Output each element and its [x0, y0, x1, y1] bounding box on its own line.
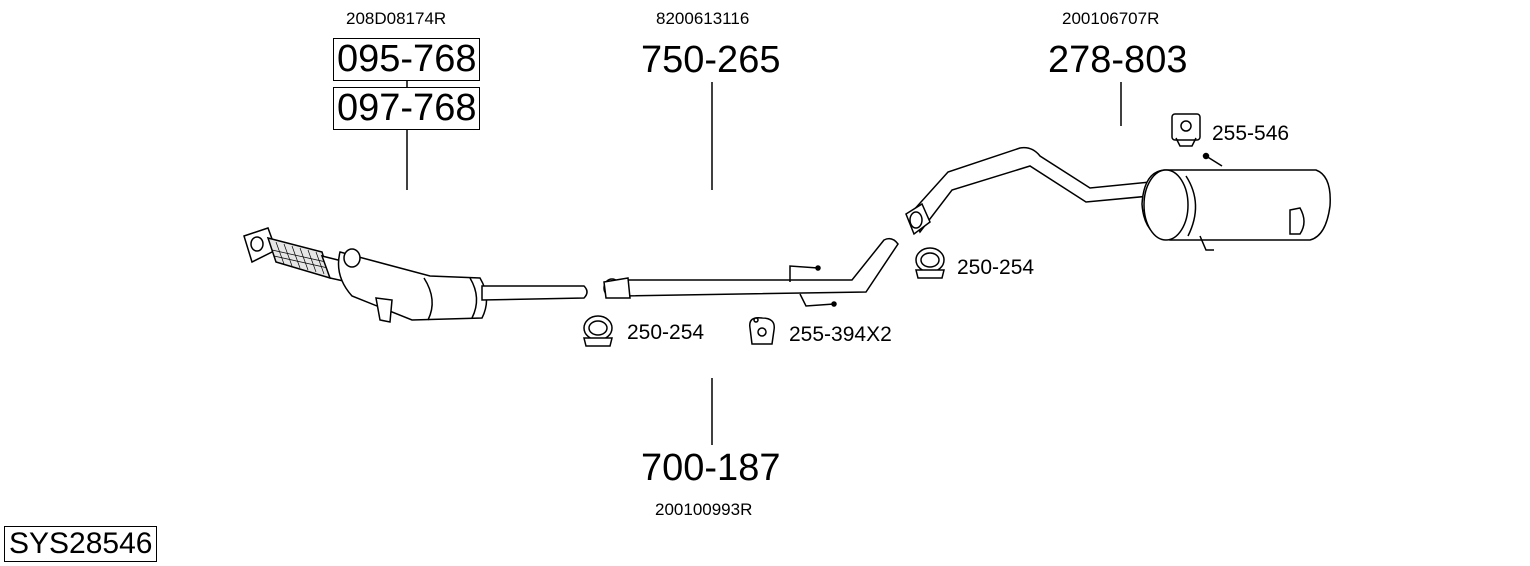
middle-oem-number: 8200613116 — [656, 9, 750, 28]
rear-oem-number: 200106707R — [1062, 9, 1160, 28]
clamp-icon-right — [915, 247, 945, 279]
clamp-left-label[interactable]: 250-254 — [627, 321, 705, 344]
front-part-alternative[interactable]: 097-768 — [333, 87, 481, 130]
front-oem-number: 208D08174R — [346, 9, 447, 28]
system-code: SYS28546 — [4, 526, 158, 562]
clamp-right-label[interactable]: 250-254 — [957, 256, 1035, 279]
middle-part-number[interactable]: 750-265 — [641, 39, 781, 81]
rear-silencer-drawing — [905, 146, 1331, 251]
front-pipe-part-number[interactable]: 700-187 — [641, 447, 781, 489]
front-section-drawing — [243, 227, 588, 323]
middle-pipe-drawing — [603, 237, 899, 307]
rubber-mount-icon — [1171, 113, 1201, 147]
hanger-middle-label[interactable]: 255-394X2 — [789, 323, 892, 346]
rear-mount-label[interactable]: 255-546 — [1212, 122, 1290, 145]
front-part-primary[interactable]: 095-768 — [333, 38, 481, 81]
rubber-hanger-icon — [749, 316, 775, 345]
front-pipe-oem-number: 200100993R — [655, 500, 753, 519]
clamp-icon-left — [583, 315, 613, 347]
rear-part-number[interactable]: 278-803 — [1048, 39, 1188, 81]
